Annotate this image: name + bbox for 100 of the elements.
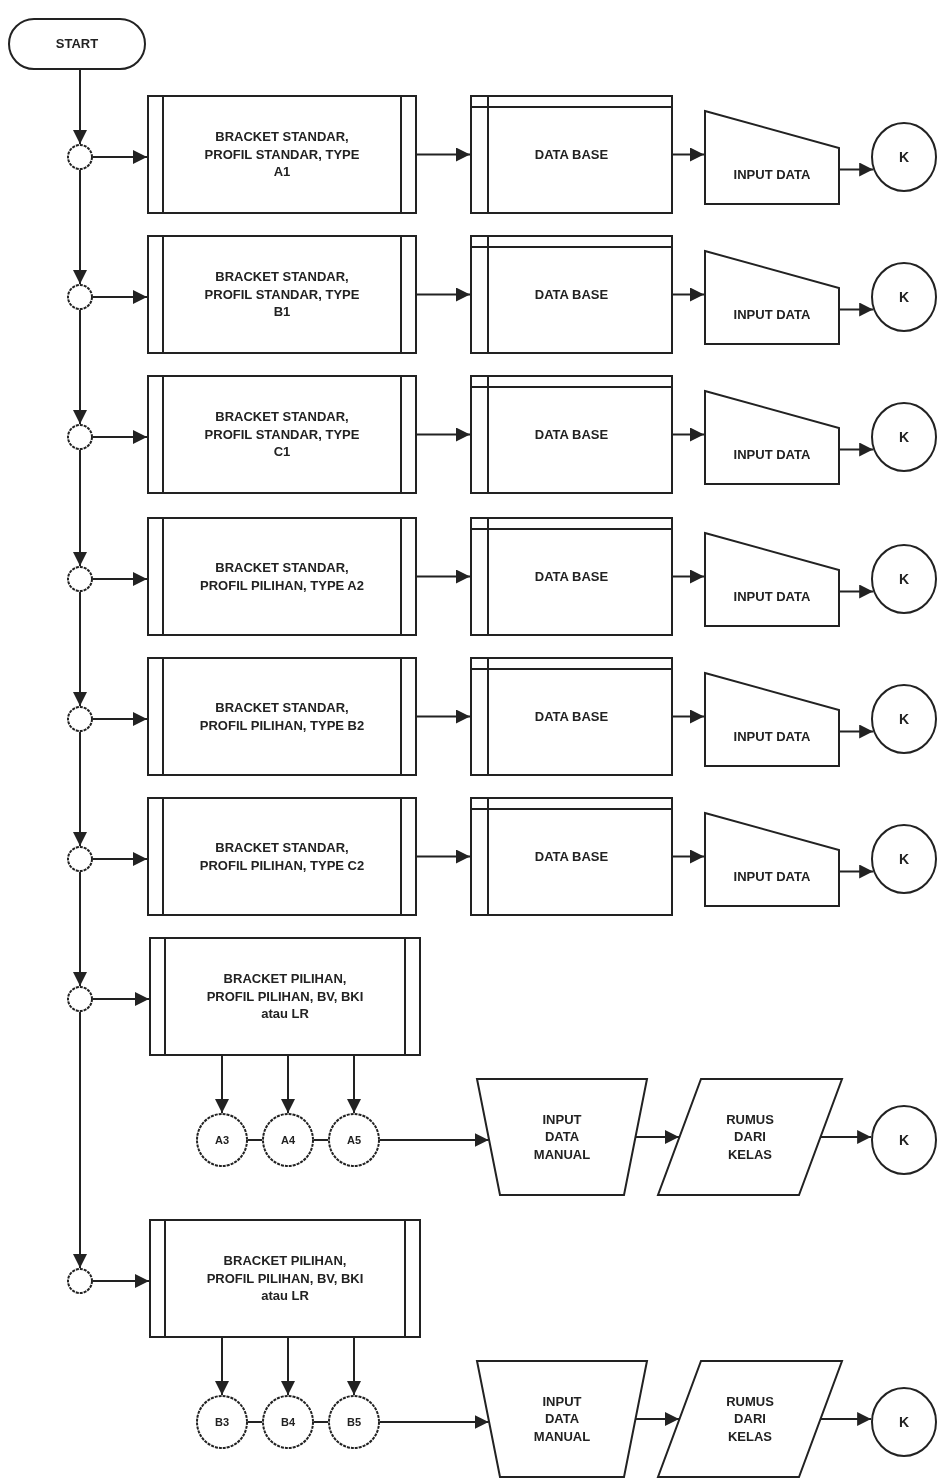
arrow <box>92 852 148 866</box>
arrow <box>672 147 705 162</box>
arrow <box>416 287 471 302</box>
off-page-connector <box>871 824 937 894</box>
off-page-connector <box>871 1105 937 1175</box>
off-page-connector <box>871 402 937 472</box>
off-page-connector <box>871 544 937 614</box>
manual-input-shape <box>704 812 840 907</box>
connector-circle <box>262 1113 314 1167</box>
arrow <box>672 427 705 442</box>
arrow <box>347 1055 361 1114</box>
shape-label: K <box>898 1412 910 1432</box>
database-box <box>470 95 673 214</box>
shape-label: INPUT DATA MANUAL <box>532 1392 592 1446</box>
arrow <box>215 1055 229 1114</box>
connector-circle <box>328 1113 380 1167</box>
arrow <box>215 1337 229 1396</box>
connector-circle <box>67 1268 93 1294</box>
arrow <box>839 302 875 317</box>
shape-label: START <box>55 35 99 53</box>
connector-line <box>313 1139 329 1141</box>
process-box <box>147 235 417 354</box>
manual-operation-shape <box>476 1360 648 1478</box>
arrow <box>416 849 471 864</box>
connector-circle <box>67 706 93 732</box>
database-box <box>470 375 673 494</box>
shape-label: INPUT DATA MANUAL <box>532 1110 592 1164</box>
manual-input-shape <box>704 250 840 345</box>
shape-label: K <box>898 709 910 729</box>
shape-label: BRACKET PILIHAN, PROFIL PILIHAN, BV, BKI atau LR <box>205 970 365 1023</box>
connector-circle <box>196 1113 248 1167</box>
arrow <box>281 1337 295 1396</box>
process-box <box>149 1219 421 1338</box>
process-box <box>147 375 417 494</box>
manual-input-shape <box>704 532 840 627</box>
arrow <box>92 572 148 586</box>
shape-label: BRACKET STANDAR, PROFIL STANDAR, TYPE C1 <box>203 408 361 461</box>
process-box <box>147 657 417 776</box>
process-box <box>147 797 417 916</box>
shape-label: DATA BASE <box>534 707 609 726</box>
connector-circle <box>67 144 93 170</box>
database-box <box>470 235 673 354</box>
arrow <box>73 591 87 707</box>
shape-label: INPUT DATA <box>733 587 811 606</box>
connector-line <box>247 1139 263 1141</box>
arrow <box>839 724 875 739</box>
shape-label: B4 <box>280 1414 296 1430</box>
arrow <box>379 1133 490 1147</box>
data-parallelogram <box>657 1360 843 1478</box>
shape-label: K <box>898 849 910 869</box>
shape-label: A5 <box>346 1132 362 1148</box>
arrow <box>820 1130 873 1144</box>
process-box <box>147 95 417 214</box>
arrow <box>635 1130 680 1144</box>
shape-label: RUMUS DARI KELAS <box>725 1392 775 1446</box>
arrow <box>92 150 148 164</box>
shape-label: BRACKET STANDAR, PROFIL PILIHAN, TYPE B2 <box>198 698 366 735</box>
shape-label: DATA BASE <box>534 425 609 444</box>
arrow <box>379 1415 490 1429</box>
arrow <box>672 849 705 864</box>
process-box <box>149 937 421 1056</box>
manual-operation-shape <box>476 1078 648 1196</box>
arrow <box>635 1412 680 1426</box>
arrow <box>839 162 875 177</box>
shape-label: BRACKET STANDAR, PROFIL STANDAR, TYPE A1 <box>203 128 361 181</box>
shape-label: INPUT DATA <box>733 165 811 184</box>
manual-input-shape <box>704 110 840 205</box>
connector-circle <box>328 1395 380 1449</box>
arrow <box>73 449 87 567</box>
off-page-connector <box>871 1387 937 1457</box>
shape-label: K <box>898 569 910 589</box>
arrow <box>416 569 471 584</box>
shape-label: DATA BASE <box>534 567 609 586</box>
connector-circle <box>67 284 93 310</box>
arrow <box>672 287 705 302</box>
shape-label: A4 <box>280 1132 296 1148</box>
arrow <box>73 169 87 285</box>
connector-circle <box>196 1395 248 1449</box>
arrow <box>672 569 705 584</box>
arrow <box>92 290 148 304</box>
shape-label: BRACKET PILIHAN, PROFIL PILIHAN, BV, BKI atau LR <box>205 1252 365 1305</box>
arrow <box>92 712 148 726</box>
shape-label: B5 <box>346 1414 362 1430</box>
connector-circle <box>67 566 93 592</box>
arrow <box>73 1011 87 1269</box>
shape-label: INPUT DATA <box>733 445 811 464</box>
arrow <box>73 731 87 847</box>
arrow <box>73 69 87 145</box>
manual-input-shape <box>704 390 840 485</box>
shape-label: K <box>898 427 910 447</box>
arrow <box>416 427 471 442</box>
connector-circle <box>67 846 93 872</box>
database-box <box>470 517 673 636</box>
shape-label: BRACKET STANDAR, PROFIL STANDAR, TYPE B1 <box>203 268 361 321</box>
arrow <box>92 992 150 1006</box>
shape-label: K <box>898 287 910 307</box>
arrow <box>281 1055 295 1114</box>
shape-label: BRACKET STANDAR, PROFIL PILIHAN, TYPE C2 <box>198 838 366 875</box>
arrow <box>839 584 875 599</box>
arrow <box>73 309 87 425</box>
